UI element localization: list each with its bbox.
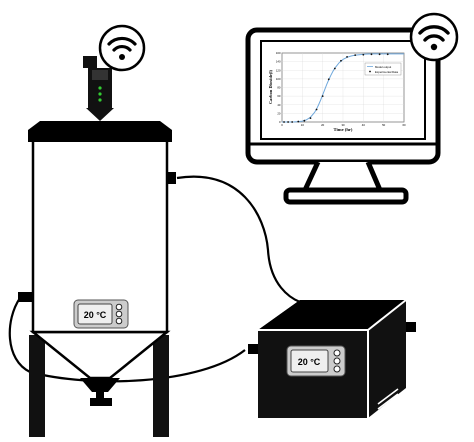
monitor-stand xyxy=(302,160,383,193)
cable-probe-to-controller xyxy=(8,297,246,383)
experimental-point xyxy=(346,55,348,58)
fermenter-temp-display: 20 °C xyxy=(73,299,129,329)
experimental-point xyxy=(340,59,342,62)
fermenter-lid xyxy=(28,121,172,142)
experimental-point xyxy=(283,121,285,123)
x-tick-label: 20 xyxy=(321,123,325,127)
series-experimental-points xyxy=(283,53,389,123)
experimental-point xyxy=(362,53,365,56)
chart-grid xyxy=(281,52,405,123)
x-tick-label: 30 xyxy=(341,123,345,127)
y-tick-label: 140 xyxy=(276,60,281,64)
controller-port-right xyxy=(406,322,416,332)
experimental-point xyxy=(303,119,306,122)
controller-top xyxy=(258,300,406,330)
experimental-point xyxy=(315,108,318,111)
fermenter-cone xyxy=(29,330,171,380)
fermenter-port xyxy=(167,172,176,184)
chart-x-axis-label: Time (hr) xyxy=(334,127,353,132)
fermenter-set-button[interactable] xyxy=(115,310,123,318)
y-tick-label: 120 xyxy=(276,68,281,72)
controller-temp-value: 20 °C xyxy=(298,357,321,367)
controller-temp-display: 20 °C xyxy=(286,345,346,377)
controller-temp-screen xyxy=(290,349,329,373)
y-tick-label: 60 xyxy=(277,94,281,98)
controller-down-button[interactable] xyxy=(333,365,341,373)
experimental-point xyxy=(354,54,357,57)
monitor-base xyxy=(283,187,409,205)
experimental-point xyxy=(386,53,389,56)
controller-port-left xyxy=(248,344,258,354)
drain-valve xyxy=(80,378,120,392)
fermenter-temp-screen xyxy=(77,303,113,325)
experimental-point xyxy=(370,53,373,56)
fermenter-temp-value: 20 °C xyxy=(84,310,107,320)
legend-experimental-label: Experimental Data xyxy=(375,70,398,74)
fermenter-leg-left xyxy=(29,335,45,437)
experimental-point xyxy=(309,117,312,120)
x-tick-label: 0 xyxy=(281,123,283,127)
controller-set-button[interactable] xyxy=(333,357,341,365)
co2-sensor xyxy=(83,56,114,121)
fermenter-tank xyxy=(18,121,176,437)
fermenter-down-button[interactable] xyxy=(115,317,123,325)
x-tick-label: 40 xyxy=(362,123,366,127)
experimental-point xyxy=(333,67,336,70)
legend-experimental-swatch xyxy=(369,70,371,73)
experimental-point xyxy=(327,78,330,81)
chart-legend: Model output Experimental Data xyxy=(364,62,402,76)
y-tick-label: 80 xyxy=(277,86,281,90)
experimental-point xyxy=(291,121,294,123)
experimental-point xyxy=(287,121,289,123)
experimental-point xyxy=(297,120,300,123)
fermenter-leg-right xyxy=(153,335,169,437)
y-tick-label: 0 xyxy=(279,120,281,124)
x-tick-label: 60 xyxy=(402,123,406,127)
fermenter-body xyxy=(31,136,169,334)
y-tick-label: 40 xyxy=(277,103,281,107)
experimental-point xyxy=(378,53,381,56)
cable-fermenter-to-controller xyxy=(176,175,301,304)
x-tick-label: 50 xyxy=(382,123,386,127)
y-tick-label: 100 xyxy=(276,77,281,81)
y-tick-label: 160 xyxy=(276,51,281,55)
experimental-point xyxy=(321,95,324,98)
fermenter-up-button[interactable] xyxy=(115,303,123,311)
y-tick-label: 20 xyxy=(277,111,281,115)
chart-y-axis-label: Carbon Dioxide(l) xyxy=(268,69,273,104)
x-tick-label: 10 xyxy=(301,123,305,127)
wifi-icon-sensor xyxy=(98,24,146,72)
legend-model-label: Model output xyxy=(375,65,391,69)
controller-up-button[interactable] xyxy=(333,349,341,357)
wifi-icon-monitor xyxy=(409,12,459,62)
temperature-probe-port xyxy=(18,292,32,302)
